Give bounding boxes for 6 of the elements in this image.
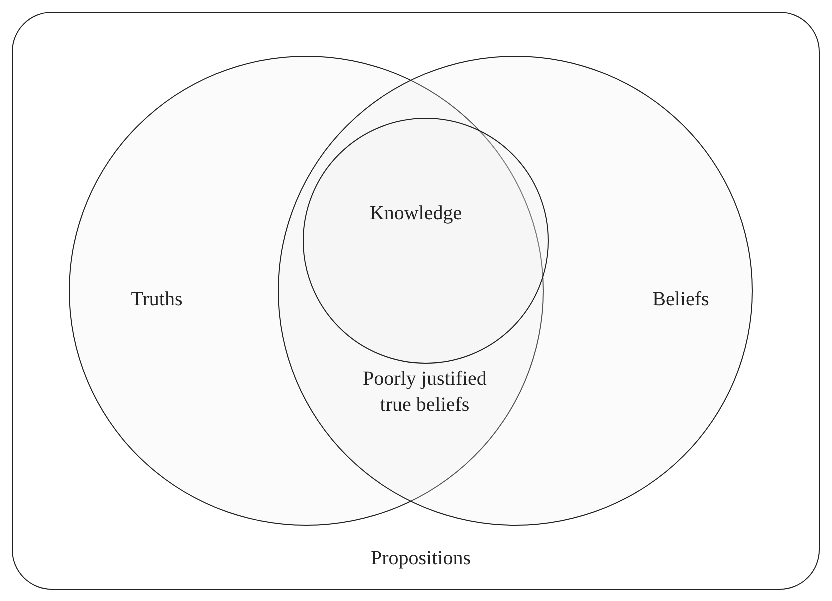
- region-label: Poorly justified true beliefs: [362, 367, 488, 418]
- set-label: Truths: [131, 288, 183, 312]
- set-label: Knowledge: [370, 202, 462, 226]
- set-label: Beliefs: [652, 288, 710, 312]
- set-box: [12, 12, 820, 590]
- set-label: Propositions: [370, 548, 472, 570]
